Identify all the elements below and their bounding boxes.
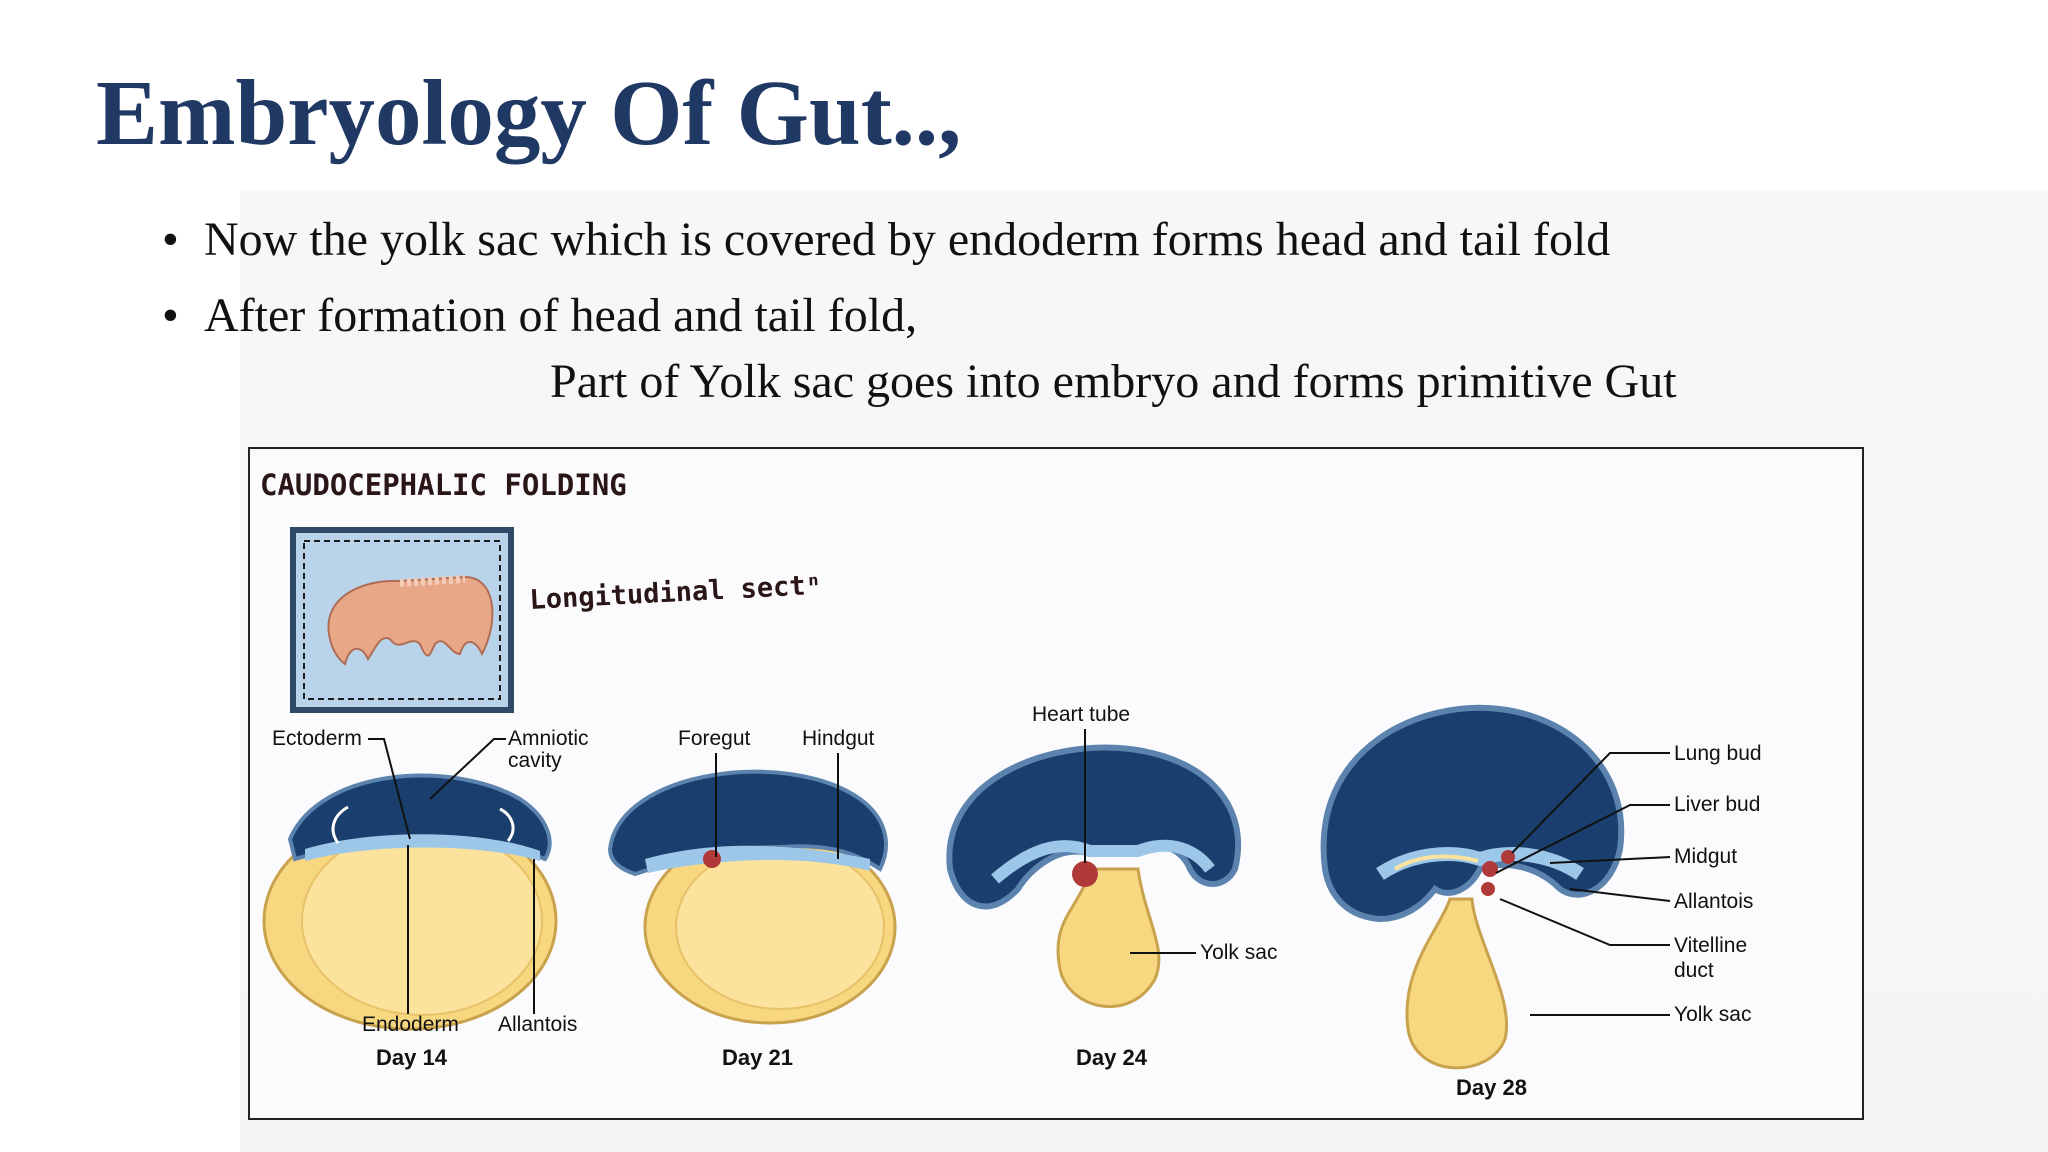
bullet-text: After formation of head and tail fold, (204, 289, 918, 342)
labels-day-28: Lung bud Liver bud Midgut Allantois Vite… (1456, 742, 1762, 1100)
folding-diagram-svg: CAUDOCEPHALIC FOLDING Longitudinal sectⁿ… (260, 468, 1762, 1100)
slide-title: Embryology Of Gut.., (96, 62, 962, 165)
label-duct: duct (1674, 959, 1714, 982)
label-endoderm: Endoderm (362, 1013, 459, 1036)
day-label: Day 21 (722, 1045, 793, 1070)
label-cavity: cavity (508, 749, 562, 772)
label-yolk-sac: Yolk sac (1200, 941, 1277, 964)
diagram-heading: CAUDOCEPHALIC FOLDING (260, 468, 627, 502)
label-amniotic: Amniotic (508, 727, 589, 750)
label-ectoderm: Ectoderm (272, 727, 362, 750)
stage-day-28 (1320, 704, 1625, 1070)
labels-day-21: Foregut Hindgut Day 21 (678, 727, 875, 1070)
bullet-item-2: • After formation of head and tail fold, (162, 288, 917, 343)
labels-day-14: Ectoderm Amniotic cavity Endoderm Allant… (272, 727, 589, 1070)
stage-day-14 (262, 773, 558, 1031)
folding-diagram: CAUDOCEPHALIC FOLDING Longitudinal sectⁿ… (248, 447, 1864, 1120)
bullet-dot: • (162, 289, 179, 342)
stage-day-21 (607, 769, 897, 1025)
stage-day-24 (946, 744, 1242, 1008)
label-midgut: Midgut (1674, 845, 1737, 868)
label-yolk-sac: Yolk sac (1674, 1003, 1751, 1026)
day-label: Day 24 (1076, 1045, 1148, 1070)
bullet-text: Now the yolk sac which is covered by end… (204, 213, 1611, 266)
labels-day-24: Heart tube Yolk sac Day 24 (1032, 703, 1277, 1070)
inset-embryo-image (290, 527, 514, 713)
label-lung-bud: Lung bud (1674, 742, 1762, 765)
label-heart-tube: Heart tube (1032, 703, 1130, 726)
bullet-item-1: • Now the yolk sac which is covered by en… (162, 212, 1610, 267)
day-label: Day 14 (376, 1045, 448, 1070)
label-foregut: Foregut (678, 727, 751, 750)
inset-caption: Longitudinal sectⁿ (529, 570, 823, 616)
label-allantois: Allantois (498, 1013, 577, 1036)
label-liver-bud: Liver bud (1674, 793, 1760, 816)
bullet-continuation: Part of Yolk sac goes into embryo and fo… (550, 355, 1677, 408)
label-allantois: Allantois (1674, 890, 1753, 913)
day-label: Day 28 (1456, 1075, 1527, 1100)
label-vitelline: Vitelline (1674, 934, 1747, 957)
bullet-dot: • (162, 213, 179, 266)
label-hindgut: Hindgut (802, 727, 875, 750)
